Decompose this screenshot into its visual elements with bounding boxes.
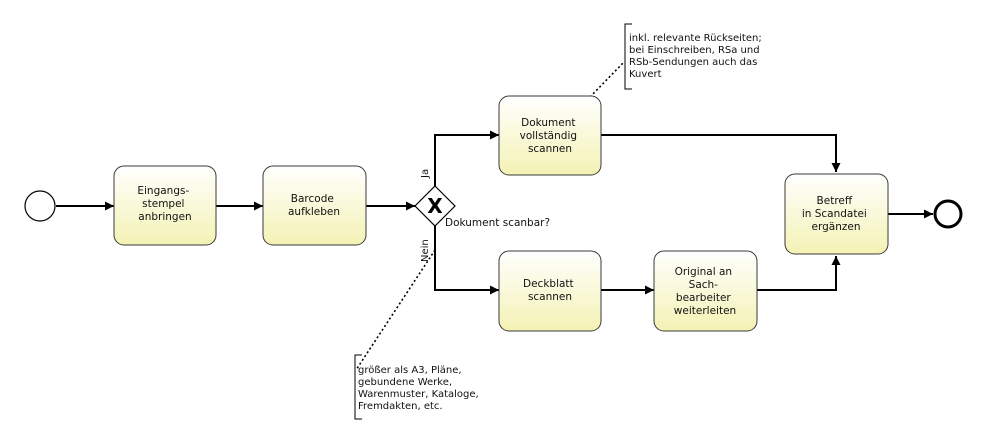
svg-text:Dokument vollständig: Dokument vollständig scannen: [520, 117, 581, 155]
svg-text:inkl. relevante Rückseiten;: inkl. relevante Rückseiten; bei Einschre…: [629, 33, 765, 80]
svg-text:Betreff in Scandatei: Betreff in Scandatei ergänzen: [802, 195, 870, 233]
flow-original-to-betreff: [757, 256, 841, 291]
task-label-line: stempel: [142, 198, 184, 210]
task-label-line: Barcode: [291, 193, 334, 205]
task-label-line: scannen: [528, 143, 572, 155]
task-label-line: Original an: [675, 266, 733, 278]
end-event[interactable]: [933, 199, 963, 229]
gateway-question: Dokument scanbar?: [445, 217, 550, 229]
gateway-x-icon: X: [427, 194, 443, 218]
task-label-line: vollständig: [520, 130, 577, 142]
annotation-line: Fremdakten, etc.: [358, 401, 443, 412]
task-label-line: anbringen: [138, 211, 191, 223]
annotation-top: inkl. relevante Rückseiten; bei Einschre…: [624, 23, 765, 90]
flow-gateway-no: [434, 226, 499, 295]
svg-text:Original an Sach-: Original an Sach- bearbeiter weiterleite…: [674, 266, 736, 317]
task-eingangsstempel[interactable]: Eingangs- stempel anbringen: [113, 165, 217, 246]
annotation-line: Kuvert: [629, 69, 662, 80]
annotation-associations: [355, 61, 625, 371]
task-label-line: Deckblatt: [523, 278, 574, 290]
task-label-line: Dokument: [521, 117, 575, 129]
start-event[interactable]: [24, 190, 56, 222]
task-label-line: weiterleiten: [674, 305, 736, 317]
task-label-line: Eingangs-: [137, 185, 189, 197]
task-original-weiterleiten[interactable]: Original an Sach- bearbeiter weiterleite…: [653, 250, 758, 332]
annotation-line: bei Einschreiben, RSa und: [629, 45, 760, 56]
annotation-line: Warenmuster, Kataloge,: [358, 389, 479, 400]
annotation-bottom: größer als A3, Pläne, gebundene Werke, W…: [354, 354, 482, 420]
task-deckblatt[interactable]: Deckblatt scannen: [498, 250, 602, 332]
annotation-line: gebundene Werke,: [358, 377, 452, 388]
task-label-line: Sach-: [689, 279, 719, 291]
svg-text:Deckblatt scannen: Deckblatt scannen: [523, 278, 577, 303]
sequence-flows: [56, 130, 933, 295]
annotation-line: größer als A3, Pläne,: [358, 365, 462, 376]
task-label-line: aufkleben: [288, 206, 340, 218]
task-label-line: scannen: [528, 291, 572, 303]
annotation-line: inkl. relevante Rückseiten;: [629, 33, 762, 44]
annotation-line: RSb-Sendungen auch das: [629, 57, 757, 68]
association-bottom: [355, 249, 436, 371]
svg-text:Eingangs- stempel: Eingangs- stempel anbringen: [137, 185, 192, 223]
flow-label-yes: Ja: [420, 169, 431, 179]
flow-dokument-to-betreff: [601, 134, 841, 172]
task-betreff[interactable]: Betreff in Scandatei ergänzen: [784, 173, 889, 255]
svg-text:größer als A3, Pläne, ge: größer als A3, Pläne, gebundene Werke, W…: [358, 365, 482, 412]
exclusive-gateway[interactable]: X: [414, 185, 456, 227]
svg-text:Barcode aufkleben: Barcode aufkleben: [288, 193, 340, 218]
task-dokument-scannen[interactable]: Dokument vollständig scannen: [498, 95, 602, 176]
task-label-line: ergänzen: [812, 221, 861, 233]
association-top: [589, 61, 625, 98]
task-barcode[interactable]: Barcode aufkleben: [262, 165, 367, 246]
flow-gateway-yes: [434, 130, 499, 186]
task-label-line: in Scandatei: [802, 208, 867, 220]
task-label-line: Betreff: [817, 195, 853, 207]
task-label-line: bearbeiter: [676, 292, 731, 304]
flow-label-no: Nein: [420, 239, 431, 262]
